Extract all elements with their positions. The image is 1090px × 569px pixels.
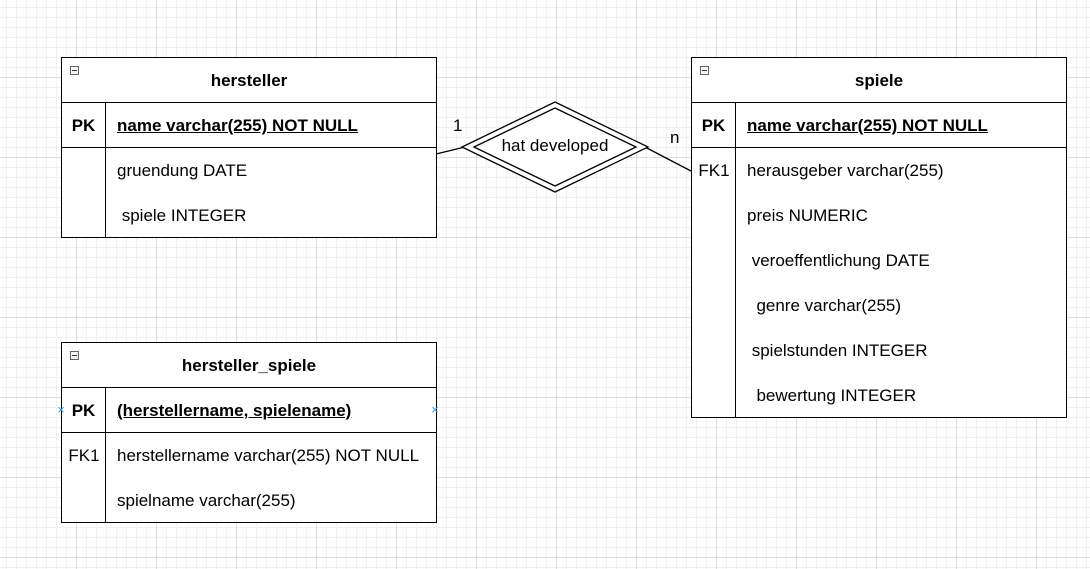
attribute-rows: FK1 herstellername varchar(255) NOT NULL… bbox=[62, 433, 436, 522]
attribute-text: genre varchar(255) bbox=[747, 296, 902, 315]
link-relationship-spiele[interactable] bbox=[642, 145, 692, 172]
attribute-text: herausgeber varchar(255) bbox=[747, 161, 944, 180]
attribute-row: spielstunden INTEGER bbox=[692, 328, 1066, 373]
collapse-minus-icon[interactable] bbox=[70, 351, 79, 360]
key-label bbox=[62, 148, 106, 193]
pk-row: PK name varchar(255) NOT NULL bbox=[62, 103, 436, 148]
key-label: PK bbox=[692, 103, 736, 147]
entity-header: hersteller bbox=[62, 58, 436, 103]
collapse-minus-icon[interactable] bbox=[70, 66, 79, 75]
attribute-text: preis NUMERIC bbox=[747, 206, 868, 225]
attribute-rows: FK1 herausgeber varchar(255) preis NUMER… bbox=[692, 148, 1066, 417]
key-label: PK bbox=[62, 103, 106, 147]
relationship-diamond-outer[interactable] bbox=[460, 101, 650, 193]
key-label bbox=[692, 193, 736, 238]
attribute-text: spiele INTEGER bbox=[117, 206, 247, 225]
collapse-minus-icon[interactable] bbox=[700, 66, 709, 75]
attribute-text: herstellername varchar(255) NOT NULL bbox=[117, 446, 420, 465]
attribute-text: gruendung DATE bbox=[117, 161, 248, 180]
entity-title: hersteller bbox=[210, 71, 288, 90]
entity-header: hersteller_spiele bbox=[62, 343, 436, 388]
column-divider bbox=[735, 148, 736, 417]
pk-attribute: (herstellername, spielename) bbox=[117, 401, 352, 420]
attribute-row: veroeffentlichung DATE bbox=[692, 238, 1066, 283]
key-label: FK1 bbox=[698, 161, 730, 180]
attribute-row: FK1 herstellername varchar(255) NOT NULL bbox=[62, 433, 436, 478]
attribute-rows: gruendung DATE spiele INTEGER bbox=[62, 148, 436, 237]
attribute-text: bewertung INTEGER bbox=[747, 386, 917, 405]
entity-header: spiele bbox=[692, 58, 1066, 103]
column-divider bbox=[105, 433, 106, 522]
attribute-text: spielstunden INTEGER bbox=[747, 341, 928, 360]
pk-row: PK (herstellername, spielename) bbox=[62, 388, 436, 433]
entity-spiele[interactable]: spiele PK name varchar(255) NOT NULL FK1… bbox=[691, 57, 1067, 418]
attribute-text: veroeffentlichung DATE bbox=[747, 251, 930, 270]
cardinality-left: 1 bbox=[453, 116, 463, 135]
connection-anchor-icon[interactable]: × bbox=[431, 402, 439, 417]
key-label bbox=[692, 328, 736, 373]
entity-hersteller[interactable]: hersteller PK name varchar(255) NOT NULL… bbox=[61, 57, 437, 238]
entity-title: spiele bbox=[854, 71, 904, 90]
pk-attribute: name varchar(255) NOT NULL bbox=[747, 116, 988, 135]
attribute-row: preis NUMERIC bbox=[692, 193, 1066, 238]
attribute-row: genre varchar(255) bbox=[692, 283, 1066, 328]
pk-attribute: name varchar(255) NOT NULL bbox=[117, 116, 358, 135]
attribute-row: bewertung INTEGER bbox=[692, 373, 1066, 417]
entity-hersteller-spiele[interactable]: hersteller_spiele PK (herstellername, sp… bbox=[61, 342, 437, 523]
key-label bbox=[62, 193, 106, 237]
connection-anchor-icon[interactable]: × bbox=[57, 402, 65, 417]
column-divider bbox=[105, 148, 106, 237]
key-label bbox=[692, 238, 736, 283]
pk-row: PK name varchar(255) NOT NULL bbox=[692, 103, 1066, 148]
key-label: FK1 bbox=[68, 446, 100, 465]
attribute-text: spielname varchar(255) bbox=[117, 491, 296, 510]
relationship-label: hat developed bbox=[501, 136, 609, 155]
key-label bbox=[692, 283, 736, 328]
attribute-row: spielname varchar(255) bbox=[62, 478, 436, 522]
cardinality-right: n bbox=[670, 128, 680, 147]
attribute-row: spiele INTEGER bbox=[62, 193, 436, 237]
key-label: PK bbox=[62, 388, 106, 432]
relationship-diamond-inner bbox=[472, 107, 638, 187]
key-label bbox=[692, 373, 736, 417]
key-label bbox=[62, 478, 106, 522]
entity-title: hersteller_spiele bbox=[181, 356, 317, 375]
attribute-row: FK1 herausgeber varchar(255) bbox=[692, 148, 1066, 193]
attribute-row: gruendung DATE bbox=[62, 148, 436, 193]
